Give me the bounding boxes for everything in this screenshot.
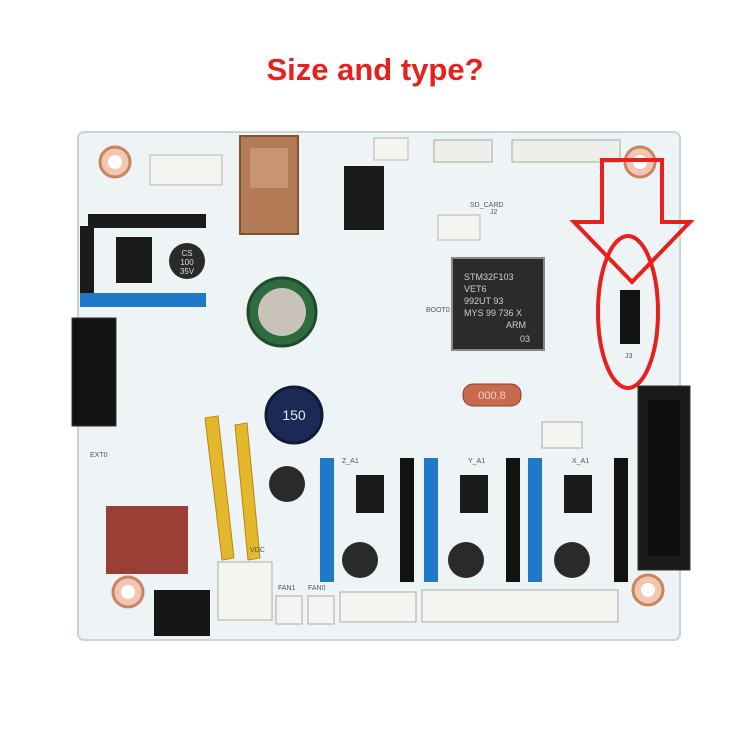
fpc-connector-2 [511,139,621,163]
svg-text:CS: CS [181,249,192,258]
svg-text:35V: 35V [180,267,195,276]
svg-text:X_A1: X_A1 [572,458,589,465]
svg-text:000.8: 000.8 [478,390,506,402]
svg-text:03: 03 [520,334,530,344]
mcu-chip: STM32F103 VET6 992UT 93 MYS 99 736 X ARM… [451,257,545,351]
svg-text:SD_CARD: SD_CARD [470,202,503,209]
connector-j3 [620,290,640,344]
svg-text:VDC: VDC [250,547,265,554]
capacitor-x [554,542,590,578]
svg-text:FAN0: FAN0 [308,585,326,592]
connector-top [373,137,409,161]
svg-text:Z_A1: Z_A1 [342,458,359,465]
header-black-top [88,214,206,228]
connector-p4 [339,591,417,623]
connector-p1 [149,154,223,186]
svg-text:J3: J3 [625,353,633,360]
svg-text:VET6: VET6 [464,284,487,294]
header-blue-left [80,293,206,307]
svg-text:J2: J2 [490,209,498,216]
connector-fan0 [307,595,335,625]
capacitor-y [448,542,484,578]
question-title: Size and type? [266,52,484,87]
svg-text:BOOT0: BOOT0 [426,307,450,314]
power-connector-black [154,590,210,636]
fuse-1 [204,415,235,561]
usb-chip [344,166,384,230]
inductor: 150 [264,385,324,445]
fuse-2 [234,422,261,561]
jumper-x [564,475,592,513]
svg-text:FAN1: FAN1 [278,585,296,592]
connector-small-right [541,421,583,449]
svg-text:ARM: ARM [506,320,526,330]
capacitor-small-2 [269,466,305,502]
svg-text:992UT 93: 992UT 93 [464,296,503,306]
driver-sockets [320,458,628,582]
red-ellipse-annotation [596,234,660,390]
svg-text:Y_A1: Y_A1 [468,458,485,465]
jumpers [116,237,152,283]
red-arrow-annotation [569,158,695,285]
connector-j2 [437,214,481,241]
jumper-y [460,475,488,513]
heat-pad [106,506,188,574]
crystal: 000.8 [462,383,522,407]
svg-text:150: 150 [282,407,306,423]
capacitor-small-1: CS 100 35V [169,243,205,279]
capacitor-z [342,542,378,578]
connector-fan1 [275,595,303,625]
connector-p2 [421,589,619,623]
jumper-z [356,475,384,513]
svg-text:100: 100 [180,258,194,267]
svg-text:MYS 99 736 X: MYS 99 736 X [464,308,522,318]
svg-text:EXT0: EXT0 [90,452,108,459]
svg-text:STM32F103: STM32F103 [464,272,514,282]
connector-ext0 [71,317,117,427]
power-connector-white [217,561,273,621]
header-black-left [80,226,94,296]
fpc-connector-1 [433,139,493,163]
